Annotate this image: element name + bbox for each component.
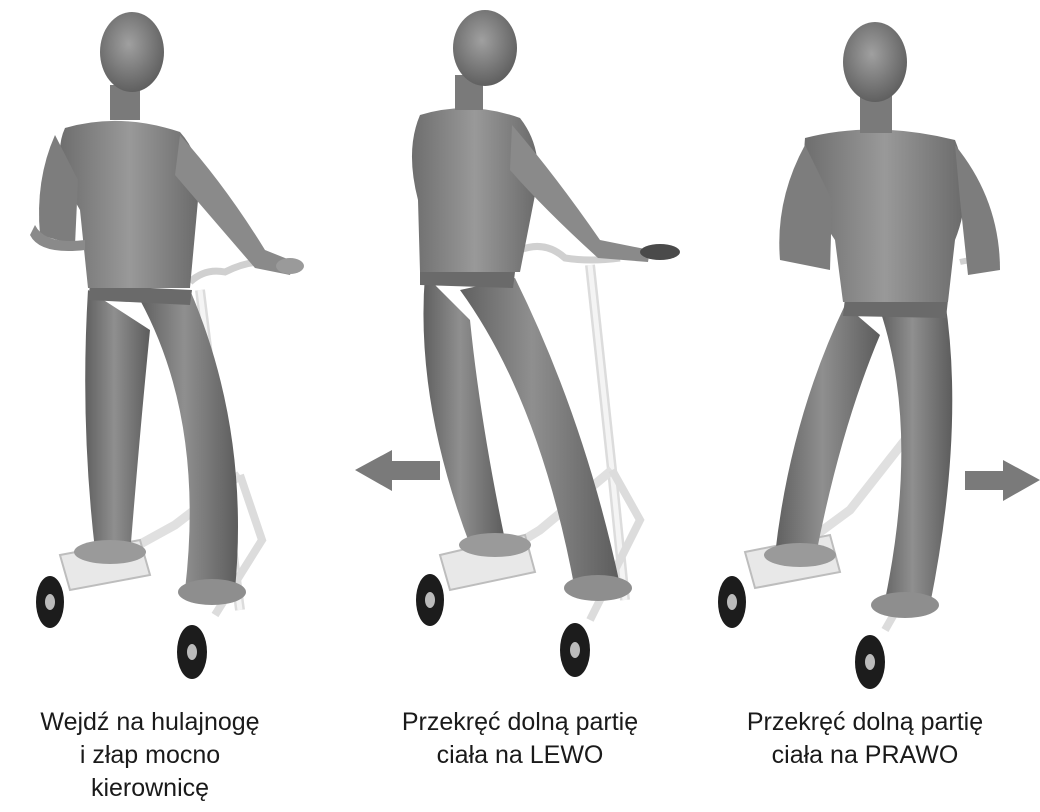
caption-step-1: Wejdź na hulajnogę i złap mocno kierowni… (0, 706, 300, 805)
caption-step-3-line-1: Przekręć dolną partię (690, 706, 1040, 739)
caption-step-3: Przekręć dolną partię ciała na PRAWO (690, 706, 1040, 772)
caption-step-2: Przekręć dolną partię ciała na LEWO (355, 706, 685, 772)
rider-2-head (453, 10, 517, 86)
caption-step-1-line-2: i złap mocno (0, 739, 300, 772)
rider-1-head (100, 12, 164, 92)
rider-figure-3 (718, 22, 1000, 689)
caption-step-2-line-1: Przekręć dolną partię (355, 706, 685, 739)
arrow-right-icon (965, 460, 1040, 501)
arrow-left-icon (355, 450, 440, 491)
caption-step-1-line-1: Wejdź na hulajnogę (0, 706, 300, 739)
rider-figure-1 (30, 12, 304, 679)
rider-3-head (843, 22, 907, 102)
rider-figure-2 (412, 10, 680, 677)
scooter-rider-illustration (0, 0, 1040, 690)
caption-step-3-line-2: ciała na PRAWO (690, 739, 1040, 772)
caption-step-2-line-2: ciała na LEWO (355, 739, 685, 772)
caption-step-1-line-3: kierownicę (0, 772, 300, 805)
